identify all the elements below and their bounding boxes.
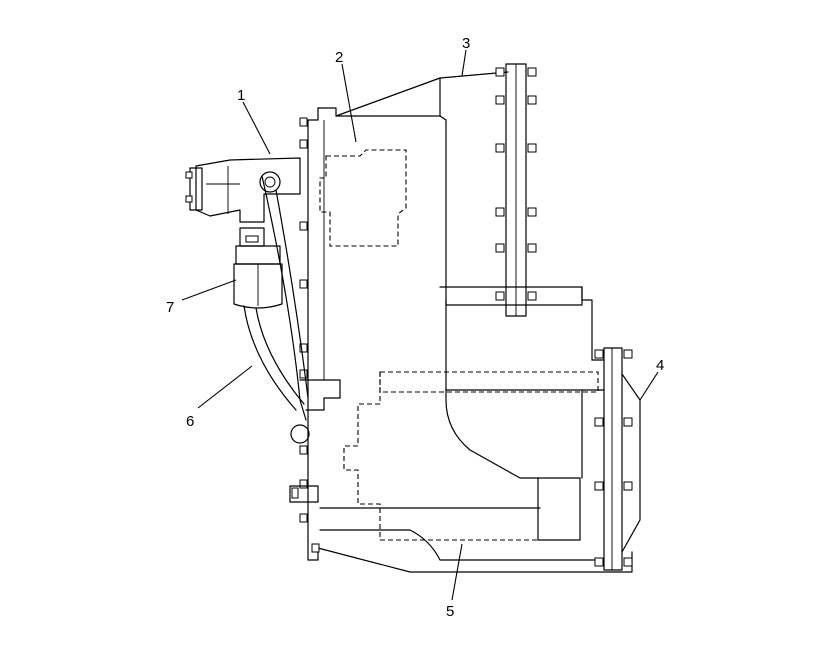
housing-bolts — [299, 117, 320, 553]
callout-6: 6 — [186, 413, 194, 430]
main-housing — [299, 71, 633, 573]
leader-4 — [639, 371, 659, 401]
leader-5 — [451, 543, 463, 601]
right-cover — [581, 347, 641, 571]
callout-4: 4 — [656, 357, 664, 374]
flange-bolt — [495, 67, 537, 77]
flange-bolt — [495, 243, 537, 253]
leader-6 — [197, 365, 253, 409]
callout-1: 1 — [237, 87, 245, 104]
flange-bolt — [495, 95, 537, 105]
callout-7: 7 — [166, 299, 174, 316]
callout-3: 3 — [462, 35, 470, 52]
callout-2: 2 — [335, 49, 343, 66]
callout-leaders — [181, 49, 659, 601]
hidden-component-upper — [319, 149, 407, 247]
callout-labels: 1 2 3 4 5 6 7 — [166, 35, 664, 620]
control-valve — [185, 157, 301, 223]
flange-bolt — [495, 143, 537, 153]
callout-5: 5 — [446, 603, 454, 620]
leader-1 — [242, 101, 271, 155]
oil-filter — [233, 227, 283, 309]
leader-2 — [341, 63, 357, 143]
leader-7 — [181, 279, 237, 301]
flange-bolt — [495, 291, 537, 301]
hidden-component-lower — [343, 371, 599, 541]
oil-lines — [243, 175, 319, 503]
leader-3 — [461, 49, 467, 77]
flange-bolt — [495, 207, 537, 217]
upper-flange — [495, 63, 537, 317]
